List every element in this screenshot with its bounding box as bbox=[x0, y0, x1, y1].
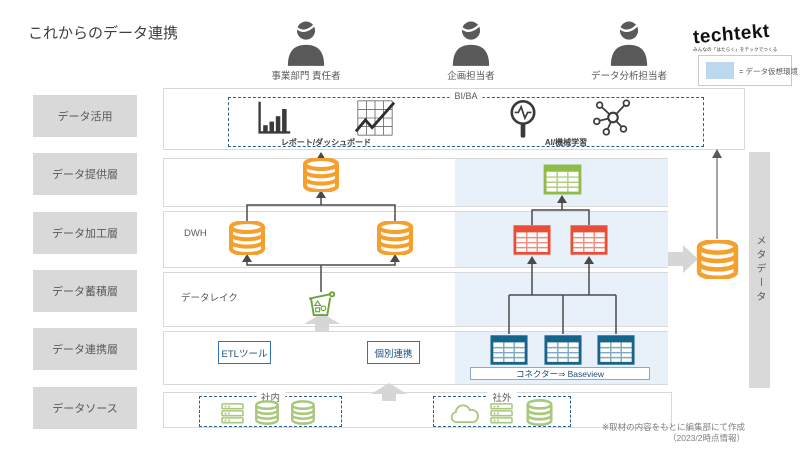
bar-chart-icon bbox=[256, 99, 292, 137]
footnote-line-2: （2023/2時点情報） bbox=[668, 433, 745, 443]
layer-label-data-storage: データ蓄積層 bbox=[33, 270, 137, 312]
footnote-line-1: ※取材の内容をもとに編集部にて作成 bbox=[602, 422, 745, 432]
persona-planner-icon bbox=[450, 20, 492, 66]
external-database-icon bbox=[524, 399, 555, 426]
metadata-bar: メタデータ bbox=[749, 152, 770, 388]
connector-table-blue-icon-3 bbox=[597, 334, 635, 366]
internal-database-icon-1 bbox=[253, 400, 281, 425]
datalake-label: データレイク bbox=[181, 293, 238, 304]
bi-ba-label: BI/BA bbox=[449, 91, 483, 101]
connector-table-blue-icon-1 bbox=[490, 334, 528, 366]
connector-table-blue-icon-2 bbox=[544, 334, 582, 366]
network-icon bbox=[592, 99, 634, 136]
persona-business-manager-label: 事業部門 責任者 bbox=[271, 71, 341, 82]
persona-data-analyst-icon bbox=[608, 20, 650, 66]
footnote: ※取材の内容をもとに編集部にて作成 （2023/2時点情報） bbox=[400, 422, 745, 444]
legend-swatch-virtual-env bbox=[706, 62, 734, 79]
legend-label: = データ仮想環境 bbox=[739, 67, 798, 76]
connector-baseview-box: コネクター⇒ Baseview bbox=[470, 367, 650, 380]
layer-label-data-processing: データ加工層 bbox=[33, 212, 137, 254]
external-cloud-icon bbox=[446, 404, 484, 424]
layer-label-data-source: データソース bbox=[33, 387, 137, 429]
metadata-label: メタデータ bbox=[754, 235, 765, 305]
virtual-env-region-storage bbox=[455, 273, 668, 326]
individual-integration-box: 個別連携 bbox=[367, 341, 420, 364]
source-external-box: 社外 bbox=[433, 390, 571, 427]
layer-label-data-provision: データ提供層 bbox=[33, 153, 137, 195]
dwh-database-icon-2 bbox=[375, 221, 415, 255]
magnifier-pulse-icon bbox=[509, 97, 537, 141]
virtual-env-region-processing bbox=[455, 212, 668, 267]
persona-planner-label: 企画担当者 bbox=[447, 71, 495, 82]
line-chart-icon bbox=[354, 98, 396, 138]
metadata-database-icon bbox=[694, 240, 741, 279]
bi-ba-box: BI/BA bbox=[228, 91, 704, 147]
logo-tagline: みんなの「はたらく」をテックでつくる bbox=[693, 47, 778, 52]
row-data-storage bbox=[163, 272, 668, 327]
virtual-table-red-icon-2 bbox=[570, 224, 608, 256]
layer-label-data-utilization: データ活用 bbox=[33, 95, 137, 137]
internal-database-icon-2 bbox=[289, 400, 317, 425]
report-dashboard-label: レポート/ダッシュボード bbox=[280, 138, 372, 147]
persona-data-analyst-label: データ分析担当者 bbox=[590, 71, 667, 82]
page-title: これからのデータ連携 bbox=[28, 25, 179, 42]
external-server-icon bbox=[490, 403, 513, 424]
datalake-bucket-icon bbox=[307, 290, 336, 317]
persona-business-manager-icon bbox=[285, 20, 327, 66]
row-data-source bbox=[163, 392, 672, 428]
dwh-label: DWH bbox=[184, 228, 207, 239]
dwh-database-icon-1 bbox=[227, 221, 267, 255]
source-external-label: 社外 bbox=[487, 390, 517, 404]
etl-tool-box: ETLツール bbox=[218, 341, 271, 364]
layer-label-data-integration: データ連携層 bbox=[33, 328, 137, 370]
virtual-table-red-icon-1 bbox=[513, 224, 551, 256]
ai-ml-label: AI/機械学習 bbox=[544, 138, 588, 147]
virtual-table-green-icon bbox=[543, 164, 582, 195]
provision-database-icon bbox=[301, 158, 341, 192]
internal-server-icon bbox=[221, 403, 244, 424]
